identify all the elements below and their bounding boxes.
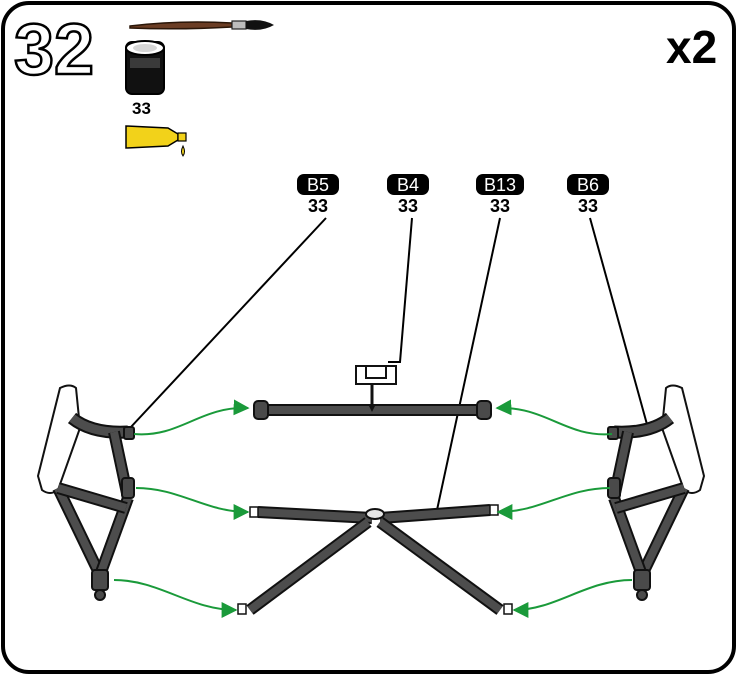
paint-label: 33 (398, 196, 418, 216)
callout-b13: B13 33 (476, 174, 524, 216)
callout-b5: B5 33 (297, 174, 339, 216)
paint-label: 33 (490, 196, 510, 216)
part-tag (387, 174, 429, 195)
arrow-right-bottom (512, 579, 633, 618)
part-label: B13 (484, 175, 516, 195)
b4-clip (355, 365, 397, 385)
leader-line-b5 (129, 217, 327, 429)
paint-label: 33 (308, 196, 328, 216)
left-leg-assembly (36, 384, 135, 601)
glue-tube-icon (125, 125, 187, 157)
part-tag (476, 174, 524, 195)
leader-line-b13 (436, 217, 501, 511)
callout-b4: B4 33 (387, 174, 429, 216)
quantity-label: x2 (666, 21, 717, 73)
callout-b6: B6 33 (567, 174, 609, 216)
top-crossbar (253, 365, 492, 420)
leader-line-b6 (589, 217, 649, 429)
leader-line-b4 (388, 217, 413, 363)
step-number: 32 (14, 10, 94, 90)
arrow-left-top (133, 399, 250, 436)
paintbrush-icon (129, 20, 274, 30)
part-label: B4 (397, 175, 419, 195)
part-label: B6 (577, 175, 599, 195)
arrow-left-bottom (113, 579, 238, 618)
arrow-left-middle (135, 487, 250, 520)
paint-pot-icon (125, 40, 165, 95)
paint-label: 33 (578, 196, 598, 216)
right-leg-assembly (607, 384, 706, 601)
part-tag (567, 174, 609, 195)
part-label: B5 (307, 175, 329, 195)
lower-x-frame (237, 504, 513, 615)
paint-code-label: 33 (132, 99, 151, 118)
arrow-right-top (495, 399, 613, 436)
arrow-right-middle (496, 487, 611, 520)
part-tag (297, 174, 339, 195)
